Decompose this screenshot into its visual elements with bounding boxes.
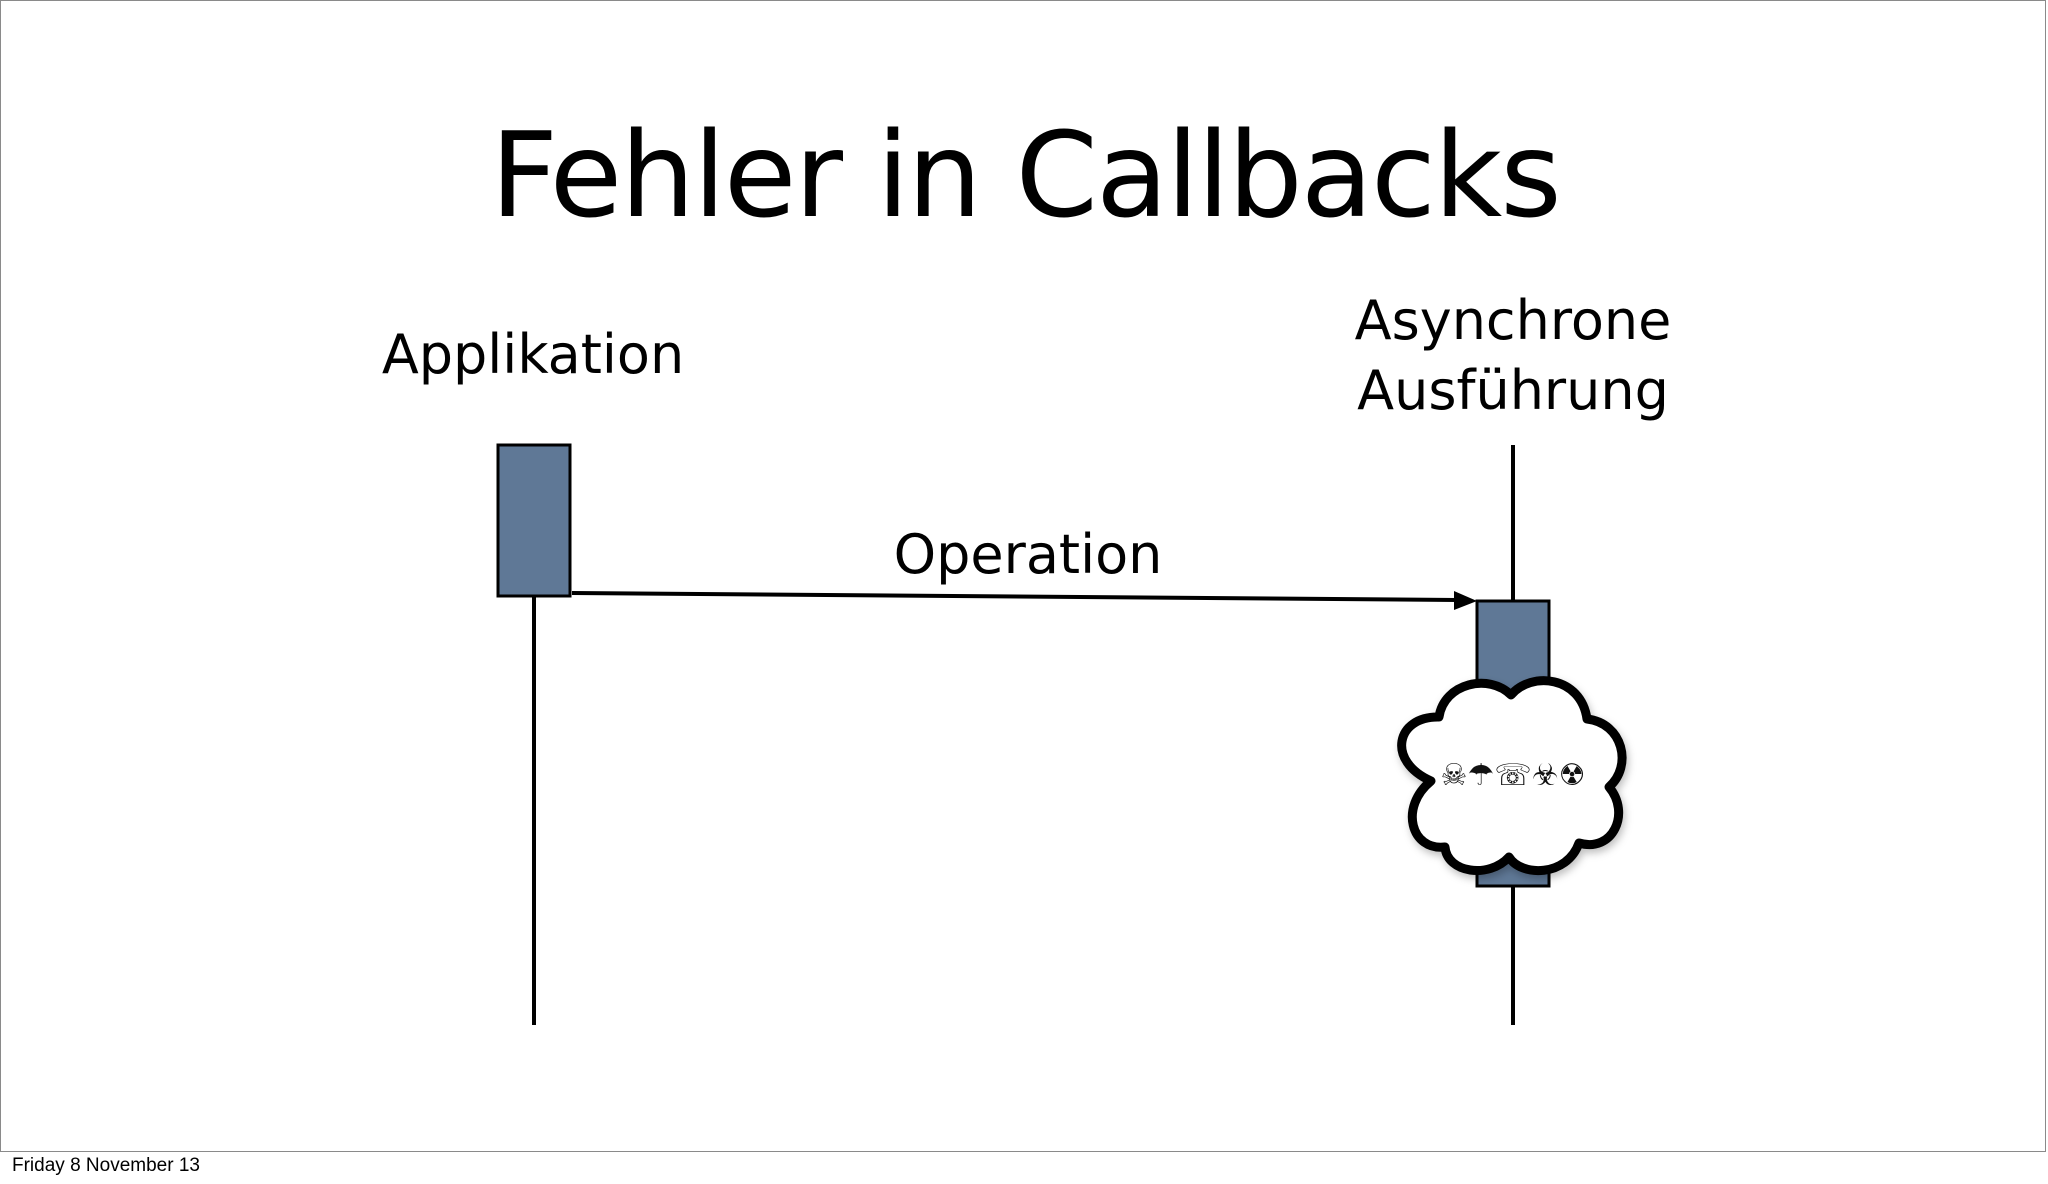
participant-label-applikation: Applikation [382, 323, 684, 386]
slide-title: Fehler in Callbacks [490, 106, 1559, 244]
participant-label-async-line2: Ausführung [1357, 359, 1669, 422]
operation-arrow-line [571, 591, 1458, 602]
activation-box-applikation [496, 443, 572, 598]
arrowhead-icon [1454, 591, 1477, 610]
error-symbols: ☠☂☏☣☢ [1440, 758, 1585, 793]
footer-strip [0, 1152, 2048, 1184]
cloud-icon [1397, 676, 1627, 876]
footer-date: Friday 8 November 13 [12, 1155, 200, 1176]
message-label-operation: Operation [894, 523, 1163, 586]
slide: Fehler in Callbacks Applikation Asynchro… [0, 0, 2046, 1152]
participant-label-async-line1: Asynchrone [1355, 289, 1672, 352]
sequence-diagram: Fehler in Callbacks Applikation Asynchro… [382, 106, 1672, 1025]
